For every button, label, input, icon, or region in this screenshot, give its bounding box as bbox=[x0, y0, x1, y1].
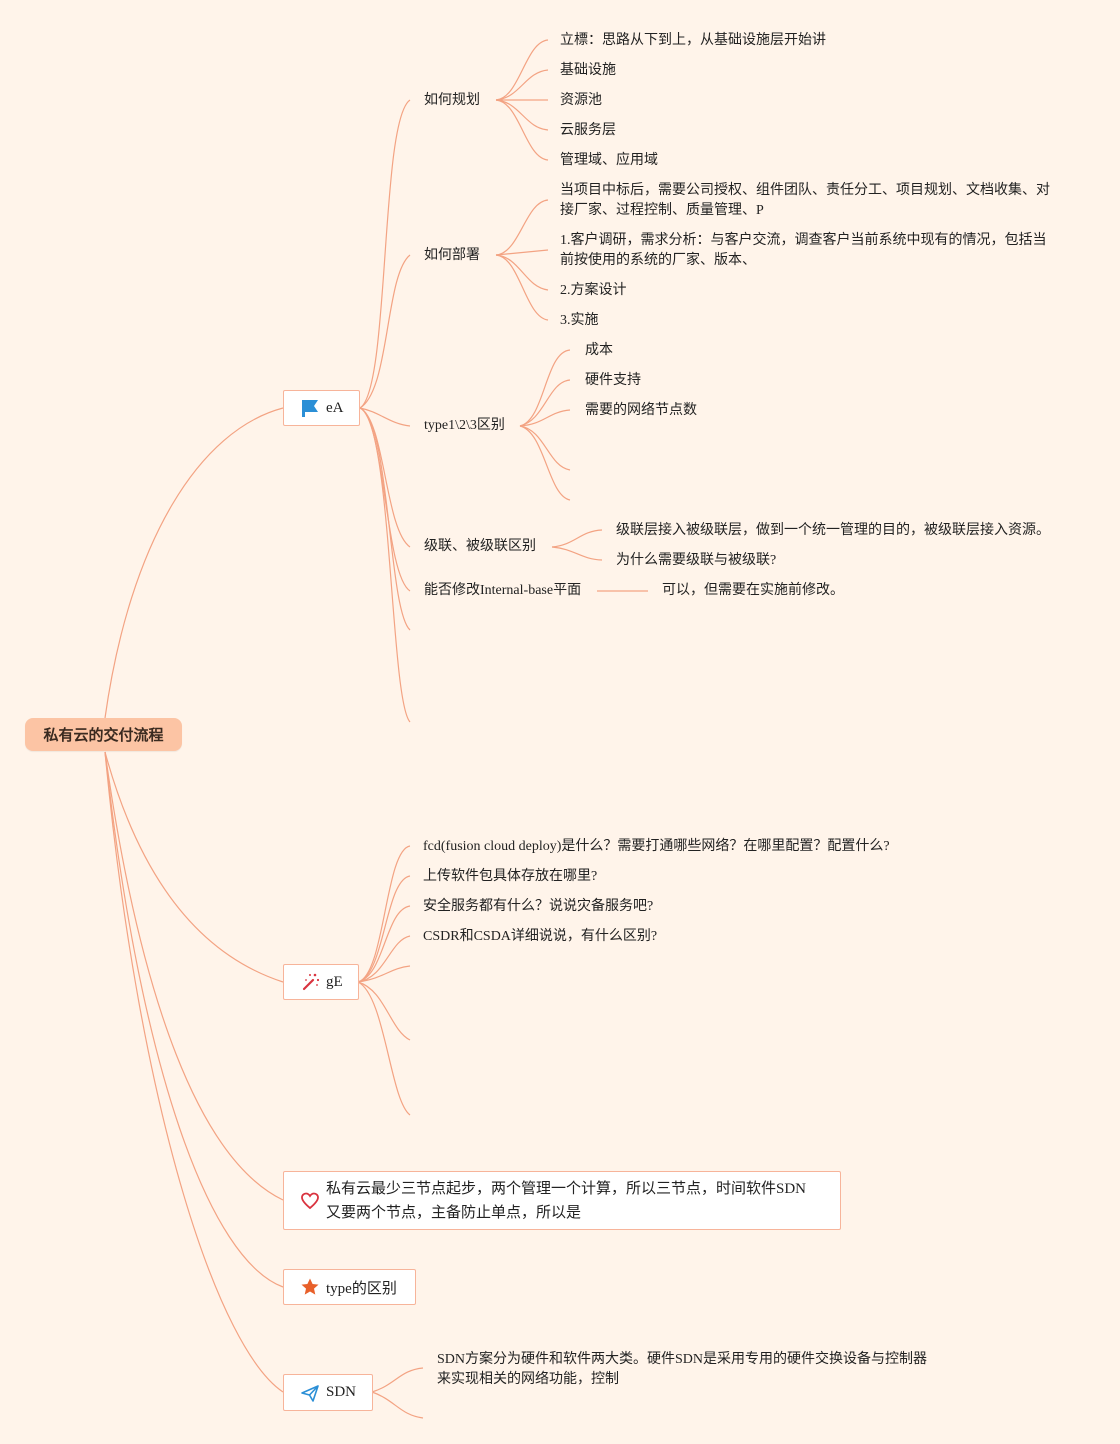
node-ea[interactable]: eA bbox=[283, 390, 360, 426]
node-ge-label: gE bbox=[326, 973, 343, 990]
plan-item[interactable]: 资源池 bbox=[560, 93, 602, 108]
node-sdn[interactable]: SDN bbox=[283, 1374, 373, 1411]
star-icon bbox=[299, 1276, 321, 1298]
ge-item[interactable]: 上传软件包具体存放在哪里? bbox=[423, 869, 598, 884]
node-deploy[interactable]: 如何部署 bbox=[424, 248, 480, 263]
types-item[interactable]: 需要的网络节点数 bbox=[585, 403, 697, 418]
node-note[interactable]: 私有云最少三节点起步，两个管理一个计算，所以三节点，时间软件SDN又要两个节点，… bbox=[283, 1171, 841, 1230]
sdn-item[interactable]: SDN方案分为硬件和软件两大类。硬件SDN是采用专用的硬件交换设备与控制器来实现… bbox=[437, 1352, 928, 1387]
magic-wand-icon bbox=[299, 971, 321, 993]
paper-plane-icon bbox=[299, 1382, 321, 1404]
node-internal[interactable]: 能否修改Internal-base平面 bbox=[424, 583, 582, 598]
types-item[interactable]: 硬件支持 bbox=[585, 373, 641, 388]
node-note-label: 私有云最少三节点起步，两个管理一个计算，所以三节点，时间软件SDN又要两个节点，… bbox=[326, 1180, 807, 1221]
flag-icon bbox=[299, 397, 321, 419]
deploy-item[interactable]: 2.方案设计 bbox=[560, 283, 627, 298]
deploy-item[interactable]: 3.实施 bbox=[560, 313, 599, 328]
deploy-item[interactable]: 1.客户调研，需求分析：与客户交流，调查客户当前系统中现有的情况，包括当前按使用… bbox=[560, 233, 1047, 268]
deploy-item[interactable]: 当项目中标后，需要公司授权、组件团队、责任分工、项目规划、文档收集、对接厂家、过… bbox=[560, 183, 1050, 218]
node-cascade[interactable]: 级联、被级联区别 bbox=[424, 539, 536, 554]
node-type-diff-label: type的区别 bbox=[326, 1280, 397, 1297]
node-ge[interactable]: gE bbox=[283, 964, 359, 1000]
plan-item[interactable]: 云服务层 bbox=[560, 123, 616, 138]
ge-item[interactable]: CSDR和CSDA详细说说，有什么区别? bbox=[423, 929, 658, 944]
plan-item[interactable]: 管理域、应用域 bbox=[560, 153, 658, 168]
types-item[interactable]: 成本 bbox=[585, 343, 613, 358]
node-ea-label: eA bbox=[326, 399, 344, 416]
ge-item[interactable]: fcd(fusion cloud deploy)是什么？需要打通哪些网络？在哪里… bbox=[423, 839, 890, 854]
cascade-item[interactable]: 级联层接入被级联层，做到一个统一管理的目的，被级联层接入资源。 bbox=[616, 523, 1050, 538]
root-node[interactable]: 私有云的交付流程 bbox=[25, 718, 182, 751]
node-plan[interactable]: 如何规划 bbox=[424, 93, 480, 108]
plan-item[interactable]: 基础设施 bbox=[560, 63, 616, 78]
internal-item[interactable]: 可以，但需要在实施前修改。 bbox=[662, 583, 844, 598]
node-types[interactable]: type1\2\3区别 bbox=[424, 418, 505, 433]
ge-item[interactable]: 安全服务都有什么？说说灾备服务吧? bbox=[423, 899, 654, 914]
root-label: 私有云的交付流程 bbox=[43, 726, 164, 744]
cascade-item[interactable]: 为什么需要级联与被级联? bbox=[616, 553, 777, 568]
node-sdn-label: SDN bbox=[326, 1384, 357, 1400]
heart-icon bbox=[299, 1190, 321, 1212]
node-type-diff[interactable]: type的区别 bbox=[283, 1269, 416, 1305]
plan-item[interactable]: 立標：思路从下到上，从基础设施层开始讲 bbox=[560, 33, 826, 48]
